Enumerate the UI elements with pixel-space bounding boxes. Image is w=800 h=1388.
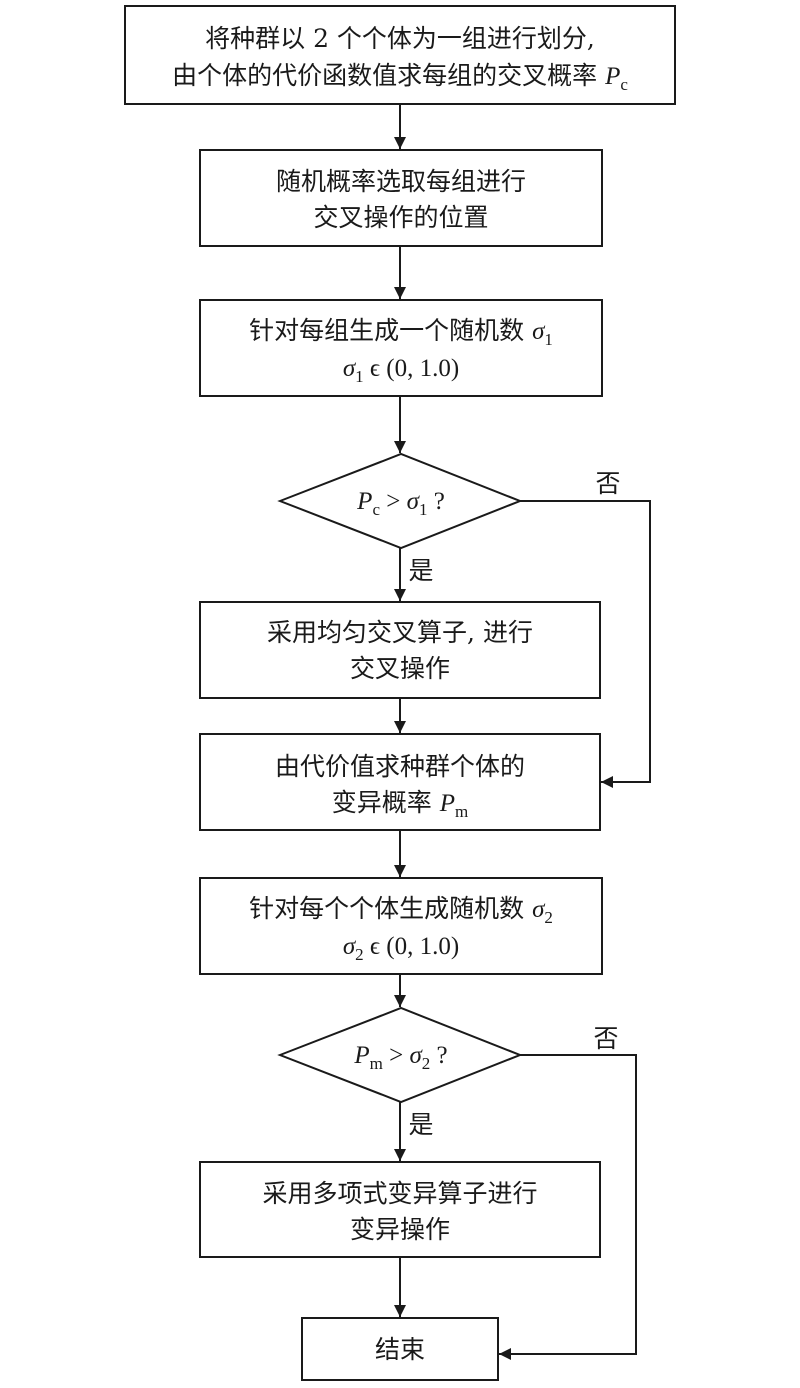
arrow-check-pm-no	[499, 1054, 637, 1360]
pc-lhs-subscript: c	[372, 500, 380, 519]
arrow-check-pc-no	[520, 500, 651, 788]
sigma1-range-symbol: σ	[343, 355, 357, 382]
node-uniform-crossover-line2: 交叉操作	[350, 654, 450, 683]
pm-lhs-subscript: m	[370, 1054, 383, 1073]
pm-rhs-symbol: σ	[409, 1042, 423, 1069]
node-mutation-prob-line1: 由代价值求种群个体的	[275, 752, 525, 781]
pc-operator: >	[380, 488, 407, 515]
node-select-position-line1: 随机概率选取每组进行	[276, 167, 526, 196]
node-gen-sigma2-line1-text: 针对每个个体生成随机数	[249, 894, 524, 923]
pc-rhs-subscript: 1	[419, 500, 428, 519]
node-uniform-crossover-line1: 采用均匀交叉算子, 进行	[267, 618, 533, 647]
node-gen-sigma2: 针对每个个体生成随机数 σ2 σ2 ϵ (0, 1.0)	[199, 877, 603, 975]
node-partition-line1: 将种群以 2 个个体为一组进行划分,	[205, 24, 595, 53]
mutation-prob-symbol: P	[439, 790, 455, 817]
node-partition: 将种群以 2 个个体为一组进行划分, 由个体的代价函数值求每组的交叉概率 Pc	[124, 5, 676, 105]
node-mutation-prob-line2-text: 变异概率	[332, 788, 432, 817]
crossover-prob-subscript: c	[620, 75, 628, 94]
node-mutation-prob: 由代价值求种群个体的 变异概率 Pm	[199, 733, 601, 831]
node-partition-line2-text: 由个体的代价函数值求每组的交叉概率	[172, 61, 597, 90]
check-pc-no-label: 否	[595, 469, 620, 498]
node-check-pc-condition: Pc > σ1 ?	[356, 488, 445, 519]
node-check-pm-condition: Pm > σ2 ?	[353, 1042, 447, 1073]
node-select-position-line2: 交叉操作的位置	[313, 203, 488, 232]
mutation-prob-subscript: m	[455, 802, 468, 821]
node-partition-line2: 由个体的代价函数值求每组的交叉概率 Pc	[172, 61, 628, 94]
sigma1-subscript: 1	[544, 330, 553, 349]
node-select-position: 随机概率选取每组进行 交叉操作的位置	[199, 149, 603, 247]
node-gen-sigma1-range: σ1 ϵ (0, 1.0)	[343, 355, 459, 386]
node-uniform-crossover: 采用均匀交叉算子, 进行 交叉操作	[199, 601, 601, 699]
pc-question-mark: ?	[427, 488, 444, 515]
sigma2-symbol: σ	[532, 896, 546, 923]
sigma1-range-interval: ϵ (0, 1.0)	[364, 355, 460, 382]
node-poly-mutation-line1: 采用多项式变异算子进行	[262, 1179, 537, 1208]
sigma1-range-subscript: 1	[355, 367, 364, 386]
node-mutation-prob-line2: 变异概率 Pm	[332, 788, 468, 821]
check-pc-yes-label: 是	[408, 556, 433, 585]
node-gen-sigma2-range: σ2 ϵ (0, 1.0)	[343, 933, 459, 964]
pm-question-mark: ?	[430, 1042, 447, 1069]
pc-rhs-symbol: σ	[407, 488, 421, 515]
pc-lhs-symbol: P	[356, 488, 372, 515]
node-gen-sigma1-line1: 针对每组生成一个随机数 σ1	[249, 316, 553, 349]
pm-operator: >	[383, 1042, 410, 1069]
sigma2-range-symbol: σ	[343, 933, 357, 960]
node-end: 结束	[301, 1317, 499, 1381]
crossover-prob-symbol: P	[604, 63, 620, 90]
sigma2-subscript: 2	[544, 908, 553, 927]
node-end-label: 结束	[375, 1335, 425, 1364]
node-check-pm: Pm > σ2 ?	[277, 1006, 523, 1104]
sigma2-range-interval: ϵ (0, 1.0)	[364, 933, 460, 960]
sigma1-symbol: σ	[532, 318, 546, 345]
pm-lhs-symbol: P	[353, 1042, 369, 1069]
sigma2-range-subscript: 2	[355, 945, 364, 964]
node-poly-mutation: 采用多项式变异算子进行 变异操作	[199, 1161, 601, 1258]
node-gen-sigma2-line1: 针对每个个体生成随机数 σ2	[249, 894, 553, 927]
check-pm-yes-label: 是	[408, 1110, 433, 1139]
node-gen-sigma1-line1-text: 针对每组生成一个随机数	[249, 316, 524, 345]
node-gen-sigma1: 针对每组生成一个随机数 σ1 σ1 ϵ (0, 1.0)	[199, 299, 603, 397]
node-check-pc: Pc > σ1 ?	[277, 452, 523, 550]
pm-rhs-subscript: 2	[422, 1054, 431, 1073]
check-pm-no-label: 否	[593, 1024, 618, 1053]
node-poly-mutation-line2: 变异操作	[350, 1215, 450, 1244]
